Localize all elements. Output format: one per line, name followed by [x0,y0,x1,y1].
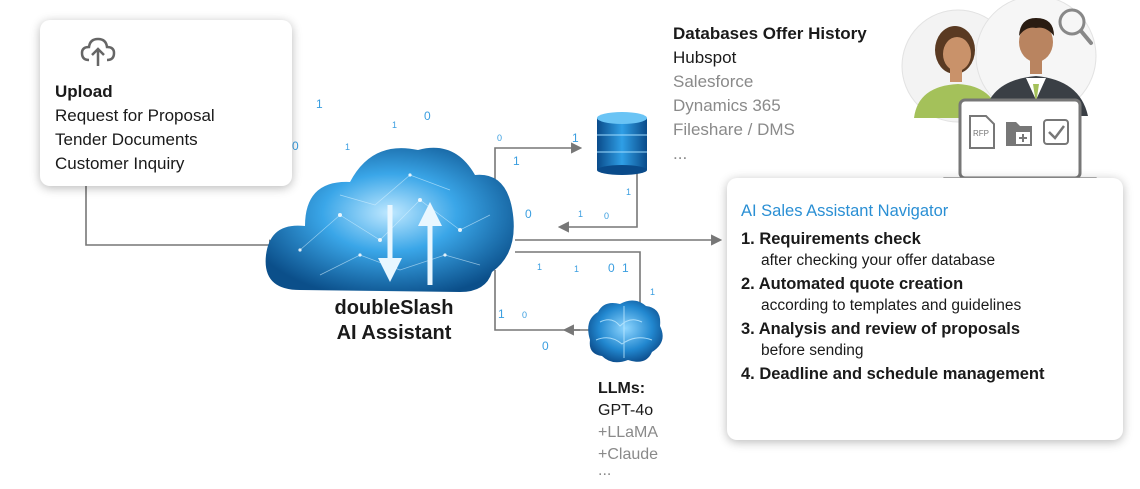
step-title: 1. Requirements check [741,230,921,248]
svg-text:1: 1 [513,154,520,168]
svg-text:0: 0 [604,211,609,221]
upload-item: Customer Inquiry [55,154,185,173]
arrow-database-to-cloud [557,170,638,233]
svg-text:1: 1 [574,264,579,274]
llm-item: +Claude [598,446,659,463]
step-title: 3. Analysis and review of proposals [741,320,1021,338]
step-description: before sending [761,342,864,359]
ai-cloud-graphic [265,147,514,292]
upload-card: Upload Request for Proposal Tender Docum… [40,20,292,186]
arrow-llm-to-cloud [494,270,590,331]
assistant-subtitle: AI Assistant [336,322,452,344]
llm-item: ... [598,462,612,479]
step-title: 2. Automated quote creation [741,275,964,293]
database-icon [597,112,647,175]
svg-text:1: 1 [578,209,583,219]
search-icon [1058,8,1093,45]
svg-text:0: 0 [292,139,299,153]
assistant-label: doubleSlash AI Assistant [304,296,484,346]
llm-item: GPT-4o [598,402,654,419]
svg-text:1: 1 [626,187,631,197]
database-item: Salesforce [673,72,754,91]
cloud-upload-icon [80,37,116,66]
llm-item: +LLaMA [598,424,659,441]
svg-text:1: 1 [622,261,629,275]
svg-text:1: 1 [345,142,350,152]
rfp-document-icon: RFP [969,115,995,149]
arrow-upload-to-cloud [85,186,281,251]
svg-text:1: 1 [572,131,579,145]
step-title: 4. Deadline and schedule management [741,365,1045,383]
sales-team-avatars [901,0,1097,123]
navigator-card: AI Sales Assistant Navigator 1. Requirem… [727,178,1123,440]
upload-title: Upload [55,82,113,101]
svg-text:1: 1 [498,307,505,321]
svg-text:1: 1 [392,120,397,130]
databases-list: Databases Offer History Hubspot Salesfor… [673,22,867,166]
database-item: Dynamics 365 [673,96,781,115]
svg-text:0: 0 [525,207,532,221]
svg-text:0: 0 [497,133,502,143]
brain-icon [588,300,663,363]
navigator-title: AI Sales Assistant Navigator [741,202,949,220]
svg-text:1: 1 [316,97,323,111]
svg-text:RFP: RFP [973,129,989,138]
step-description: after checking your offer database [761,252,996,269]
databases-title: Databases Offer History [673,24,867,43]
folder-plus-icon [1006,122,1032,146]
checkbox-icon [1043,119,1069,145]
database-item: ... [673,144,688,163]
database-item: Hubspot [673,48,737,67]
upload-item: Tender Documents [55,130,198,149]
llm-list: LLMs: GPT-4o +LLaMA +Claude ... [598,378,659,479]
svg-text:1: 1 [537,262,542,272]
svg-text:0: 0 [608,261,615,275]
assistant-name: doubleSlash [334,297,454,319]
svg-text:1: 1 [650,287,655,297]
step-description: according to templates and guidelines [761,297,1022,314]
svg-text:0: 0 [542,339,549,353]
svg-text:0: 0 [424,109,431,123]
upload-item: Request for Proposal [55,106,215,125]
database-item: Fileshare / DMS [673,120,795,139]
arrow-cloud-to-llm [515,251,641,305]
svg-text:0: 0 [522,310,527,320]
llm-title: LLMs: [598,380,646,397]
